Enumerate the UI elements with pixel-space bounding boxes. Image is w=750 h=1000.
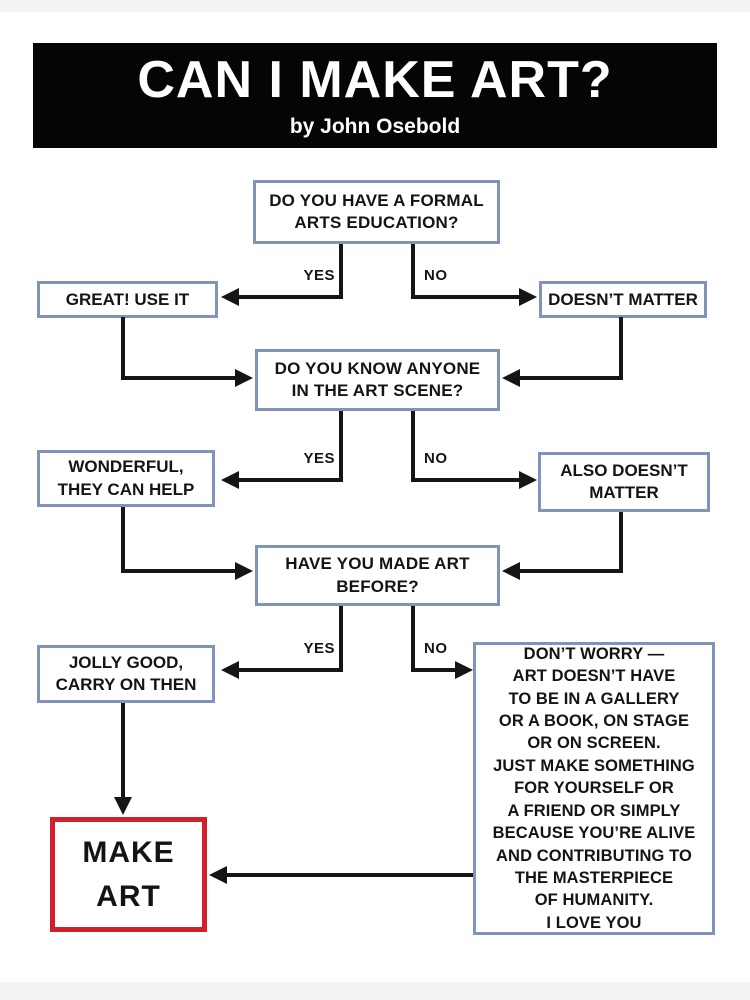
poster-byline: by John Osebold — [289, 115, 461, 138]
connector-q1-yes-vertical — [339, 244, 343, 299]
node-dont-worry-message: DON’T WORRY — ART DOESN’T HAVE TO BE IN … — [473, 642, 715, 935]
connector-q3-no-horizontal — [413, 668, 458, 672]
edge-label-yes-3: YES — [303, 640, 335, 657]
arrowhead-into-jolly-good — [221, 661, 239, 679]
connector-jolly-makeart-vertical — [121, 703, 125, 799]
node-q3-made-art-before: HAVE YOU MADE ART BEFORE? — [255, 545, 500, 606]
edge-label-no-3: NO — [424, 640, 448, 657]
node-make-art: MAKE ART — [50, 817, 207, 932]
arrowhead-into-wonderful — [221, 471, 239, 489]
arrowhead-into-great — [221, 288, 239, 306]
connector-great-q2-horizontal — [121, 376, 239, 380]
edge-label-yes-2: YES — [303, 450, 335, 467]
connector-q1-no-vertical — [411, 244, 415, 299]
node-doesnt-matter: DOESN’T MATTER — [539, 281, 707, 318]
edge-label-yes-1: YES — [303, 267, 335, 284]
connector-also-q3-horizontal — [517, 569, 623, 573]
node-also-doesnt-matter: ALSO DOESN’T MATTER — [538, 452, 710, 512]
connector-dontworry-makeart-horizontal — [225, 873, 473, 877]
node-jolly-good-carry-on: JOLLY GOOD, CARRY ON THEN — [37, 645, 215, 703]
node-q1-formal-arts-education: DO YOU HAVE A FORMAL ARTS EDUCATION? — [253, 180, 500, 244]
bottom-margin-strip — [0, 982, 750, 1000]
connector-q2-yes-vertical — [339, 411, 343, 482]
node-wonderful-they-can-help: WONDERFUL, THEY CAN HELP — [37, 450, 215, 507]
connector-q3-yes-horizontal — [234, 668, 343, 672]
edge-label-no-1: NO — [424, 267, 448, 284]
poster-title: CAN I MAKE ART? — [137, 51, 613, 109]
connector-q3-no-vertical — [411, 606, 415, 672]
arrowhead-into-q2-right — [502, 369, 520, 387]
connector-doesnt-q2-vertical — [619, 317, 623, 380]
arrowhead-into-dont-worry — [455, 661, 473, 679]
arrowhead-into-q3-left — [235, 562, 253, 580]
connector-also-q3-vertical — [619, 512, 623, 573]
arrowhead-into-q2-left — [235, 369, 253, 387]
connector-doesnt-q2-horizontal — [517, 376, 623, 380]
edge-label-no-2: NO — [424, 450, 448, 467]
connector-q2-no-horizontal — [413, 478, 521, 482]
node-great-use-it: GREAT! USE IT — [37, 281, 218, 318]
node-q2-know-anyone-art-scene: DO YOU KNOW ANYONE IN THE ART SCENE? — [255, 349, 500, 411]
connector-q1-yes-horizontal — [234, 295, 343, 299]
connector-q2-no-vertical — [411, 411, 415, 482]
arrowhead-into-make-art-top — [114, 797, 132, 815]
arrowhead-into-make-art-right — [209, 866, 227, 884]
header-banner: CAN I MAKE ART? by John Osebold — [33, 43, 717, 148]
connector-q1-no-horizontal — [413, 295, 521, 299]
connector-wonderful-q3-horizontal — [121, 569, 239, 573]
connector-wonderful-q3-vertical — [121, 507, 125, 573]
arrowhead-into-doesnt-matter — [519, 288, 537, 306]
connector-q3-yes-vertical — [339, 606, 343, 672]
arrowhead-into-also-doesnt-matter — [519, 471, 537, 489]
arrowhead-into-q3-right — [502, 562, 520, 580]
connector-great-q2-vertical — [121, 317, 125, 380]
connector-q2-yes-horizontal — [234, 478, 343, 482]
top-margin-strip — [0, 0, 750, 12]
